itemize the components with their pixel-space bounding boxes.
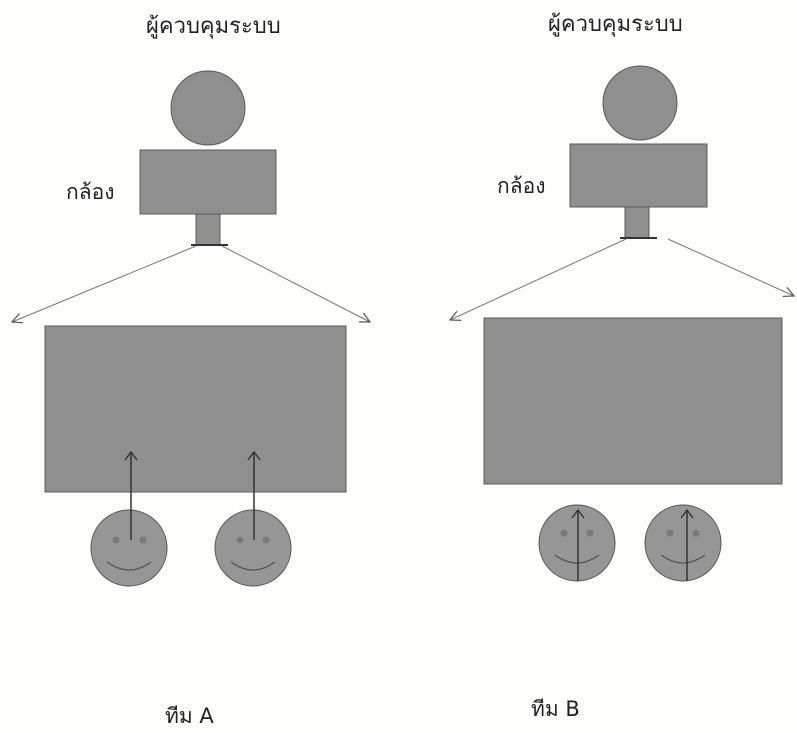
team-b-view-line-left (450, 238, 627, 320)
team-a-label: ทีม A (165, 704, 214, 728)
team-b-group (450, 65, 794, 582)
team-a-screen (44, 325, 347, 493)
team-a-view-line-right (221, 245, 370, 322)
team-b-camera-body (569, 143, 708, 208)
team-b-label: ทีม B (531, 697, 580, 721)
team-a-face-1 (90, 509, 168, 587)
team-a-camera-body (139, 149, 277, 215)
team-b-view-line-right (667, 238, 794, 296)
team-a-controller-head (170, 70, 246, 146)
team-a-camera-stem (195, 213, 221, 246)
team-a-view-line-left (12, 245, 197, 322)
team-b-screen (483, 317, 783, 485)
team-b-face-1 (538, 504, 616, 582)
team-a-group (12, 70, 370, 587)
team-b-face-2 (644, 504, 722, 582)
team-b-controller-label: ผู้ควบคุมระบบ (548, 12, 683, 37)
team-a-face-2 (214, 509, 292, 587)
team-a-controller-label: ผู้ควบคุมระบบ (146, 14, 281, 39)
team-b-controller-head (602, 65, 678, 141)
team-b-camera-label: กล้อง (497, 174, 546, 198)
team-b-camera-stem (624, 206, 650, 239)
team-a-camera-label: กล้อง (66, 180, 115, 204)
